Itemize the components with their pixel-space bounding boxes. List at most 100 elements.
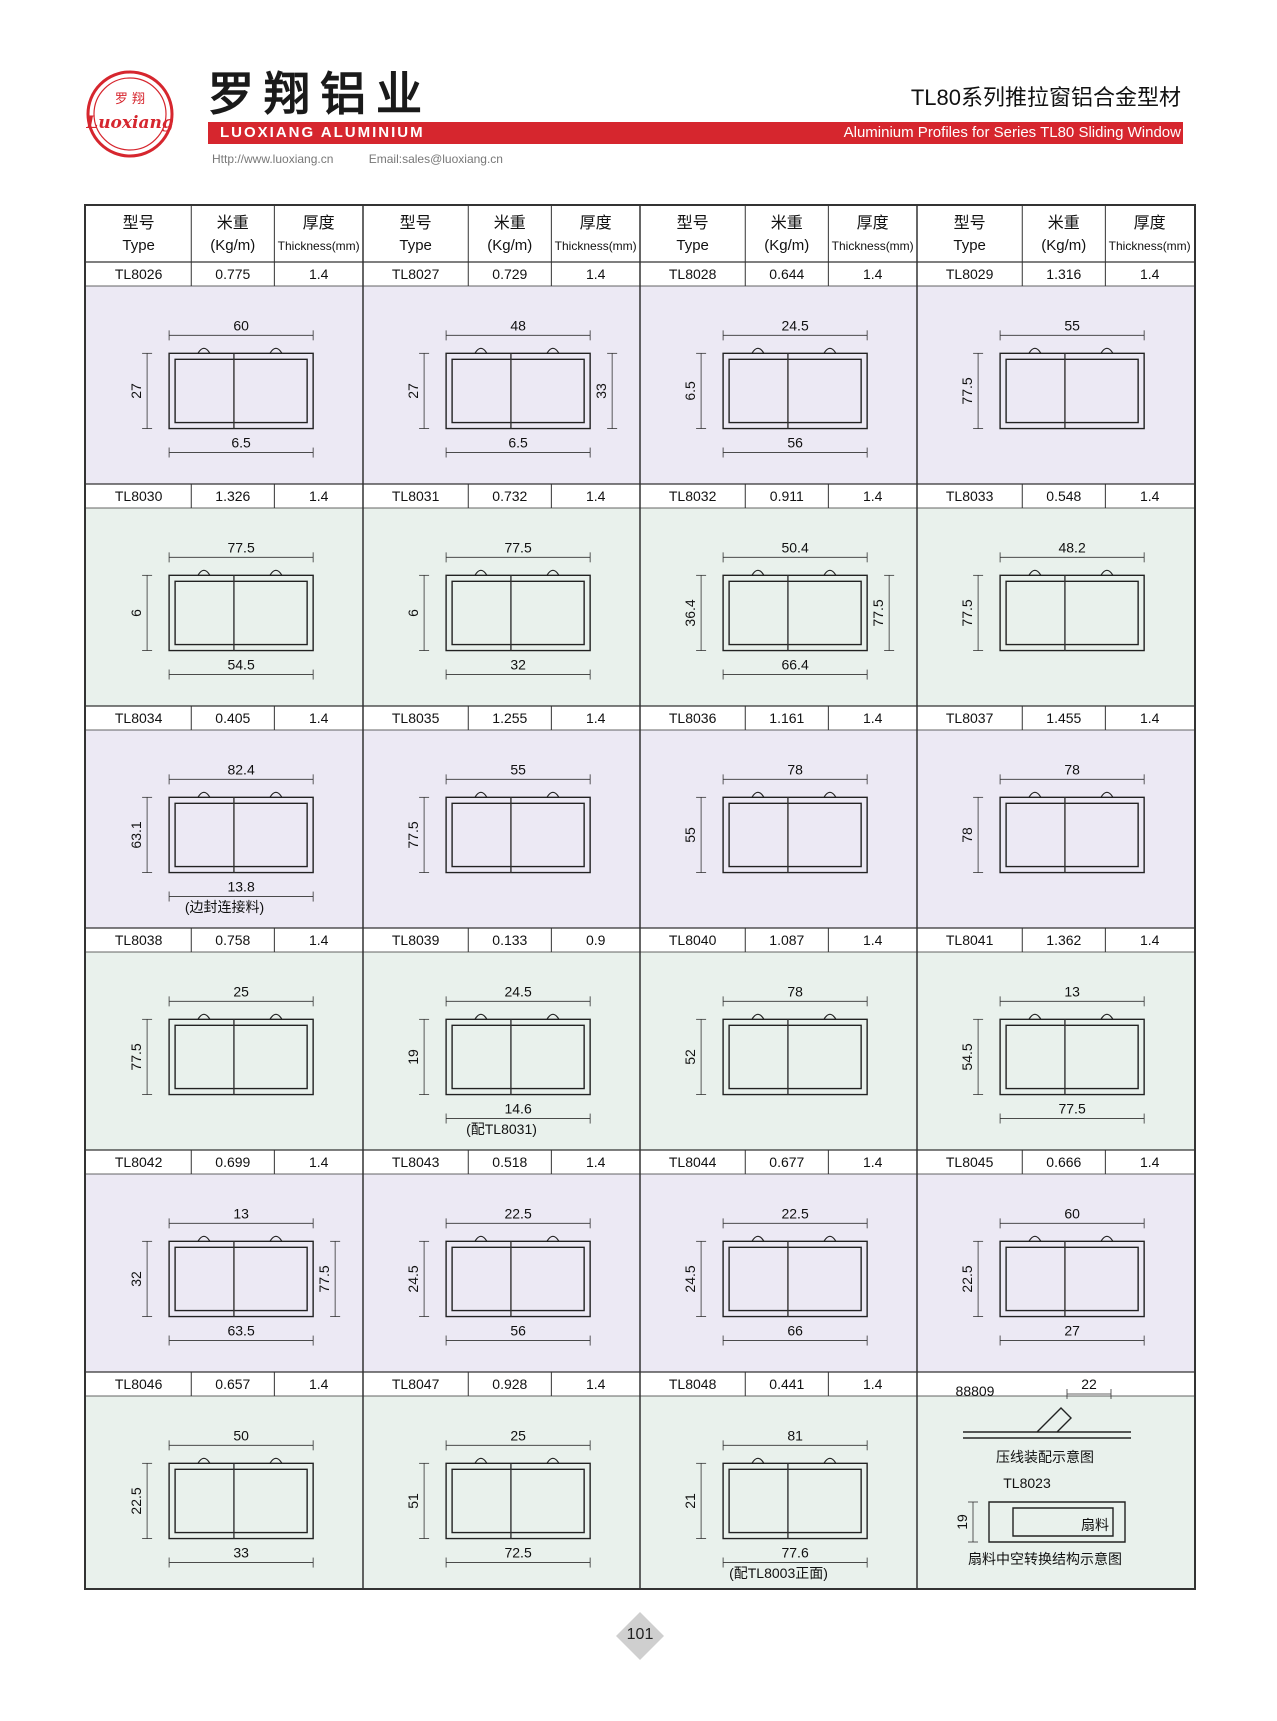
profile-hooks (197, 1013, 283, 1020)
dimension-label: 78 (787, 761, 803, 777)
profile-thickness: 1.4 (1140, 710, 1160, 726)
profile-outline (999, 574, 1145, 652)
dimension-label: 27 (128, 383, 144, 399)
column-header-en: Thickness(mm) (278, 239, 360, 253)
assembly-a-shape (963, 1407, 1131, 1439)
profile-type-code: TL8035 (392, 710, 440, 726)
profile-weight: 0.405 (215, 710, 250, 726)
dimension-label: 72.5 (504, 1545, 531, 1561)
dimension-label: 25 (510, 1427, 526, 1443)
profile-thickness: 1.4 (863, 1376, 883, 1392)
profile-weight: 0.758 (215, 932, 250, 948)
column-header-cn: 厚度 (1134, 214, 1166, 232)
profile-outline (168, 1462, 314, 1540)
profile-type-code: TL8037 (946, 710, 994, 726)
profile-hooks (751, 347, 837, 354)
dimension-label: 13 (233, 1205, 249, 1221)
column-header-cn: 型号 (954, 214, 986, 232)
profile-outline (722, 1240, 868, 1318)
dimension-label: 77.5 (405, 821, 421, 848)
profile-type-code: TL8043 (392, 1154, 440, 1170)
profile-outline (445, 1240, 591, 1318)
dimension-label: 24.5 (682, 1265, 698, 1292)
column-header-en: Thickness(mm) (832, 239, 914, 253)
dimension-label: 82.4 (227, 761, 254, 777)
profile-weight: 1.316 (1046, 266, 1081, 282)
dimension-label: 48 (510, 317, 526, 333)
profile-type-code: TL8042 (115, 1154, 163, 1170)
profile-hooks (751, 1235, 837, 1242)
profile-outline (445, 1018, 591, 1096)
email-link[interactable]: Email:sales@luoxiang.cn (368, 152, 503, 166)
profile-type-code: TL8036 (669, 710, 717, 726)
brand-name-en: LUOXIANG ALUMINIUM (220, 124, 425, 141)
profile-weight: 0.657 (215, 1376, 250, 1392)
column-header-cn: 米重 (1048, 214, 1080, 232)
header-red-bar (208, 122, 1183, 144)
profile-outline (722, 574, 868, 652)
profile-outline (722, 1018, 868, 1096)
dimension-label: 19 (954, 1514, 970, 1530)
dimension-label: 13 (1064, 983, 1080, 999)
dimension-label: 33 (593, 383, 609, 399)
profile-weight: 0.644 (769, 266, 804, 282)
profile-thickness: 1.4 (1140, 932, 1160, 948)
profile-outline (445, 352, 591, 430)
assembly-b-shape (988, 1501, 1126, 1543)
column-header-en: Type (399, 237, 432, 254)
profile-outline (999, 796, 1145, 874)
profile-hooks (1028, 1013, 1114, 1020)
column-header-cn: 米重 (494, 214, 526, 232)
dimension-label: 81 (787, 1427, 803, 1443)
series-title-cn: TL80系列推拉窗铝合金型材 (910, 85, 1181, 110)
website-link[interactable]: Http://www.luoxiang.cn (212, 152, 334, 166)
profile-weight: 0.928 (492, 1376, 527, 1392)
profile-thickness: 1.4 (309, 266, 329, 282)
dimension-label: 51 (405, 1493, 421, 1509)
dimension-label: 78 (959, 827, 975, 843)
dimension-label: 77.5 (316, 1265, 332, 1292)
profile-hooks (474, 1013, 560, 1020)
profile-thickness: 1.4 (309, 488, 329, 504)
profile-weight: 1.362 (1046, 932, 1081, 948)
profile-thickness: 1.4 (586, 488, 606, 504)
profile-weight: 1.326 (215, 488, 250, 504)
profile-thickness: 1.4 (309, 932, 329, 948)
profile-hooks (474, 569, 560, 576)
luoxiang-logo: 罗 翔 Luoxiang (86, 70, 174, 158)
dimension-label: 19 (405, 1049, 421, 1065)
column-header-en: (Kg/m) (210, 237, 255, 254)
dimension-label: 6 (405, 609, 421, 617)
dimension-label: 77.5 (959, 377, 975, 404)
profile-thickness: 1.4 (863, 710, 883, 726)
profile-thickness: 0.9 (586, 932, 606, 948)
profile-outline (999, 1240, 1145, 1318)
profile-type-code: TL8031 (392, 488, 440, 504)
column-header-cn: 厚度 (857, 214, 889, 232)
profile-type-code: TL8027 (392, 266, 440, 282)
dimension-label: 24.5 (405, 1265, 421, 1292)
profile-hooks (474, 347, 560, 354)
assembly-code-tl8023: TL8023 (1003, 1475, 1051, 1491)
profile-thickness: 1.4 (863, 488, 883, 504)
profile-note: (配TL8031) (466, 1121, 537, 1137)
dimension-label: 48.2 (1058, 539, 1085, 555)
profile-type-code: TL8038 (115, 932, 163, 948)
assembly-code-88809: 88809 (956, 1383, 995, 1399)
profile-weight: 0.775 (215, 266, 250, 282)
dimension-label: 78 (787, 983, 803, 999)
column-header-en: (Kg/m) (487, 237, 532, 254)
profile-hooks (751, 1457, 837, 1464)
dimension-label: 63.1 (128, 821, 144, 848)
column-header-cn: 厚度 (580, 214, 612, 232)
profile-outline (722, 352, 868, 430)
